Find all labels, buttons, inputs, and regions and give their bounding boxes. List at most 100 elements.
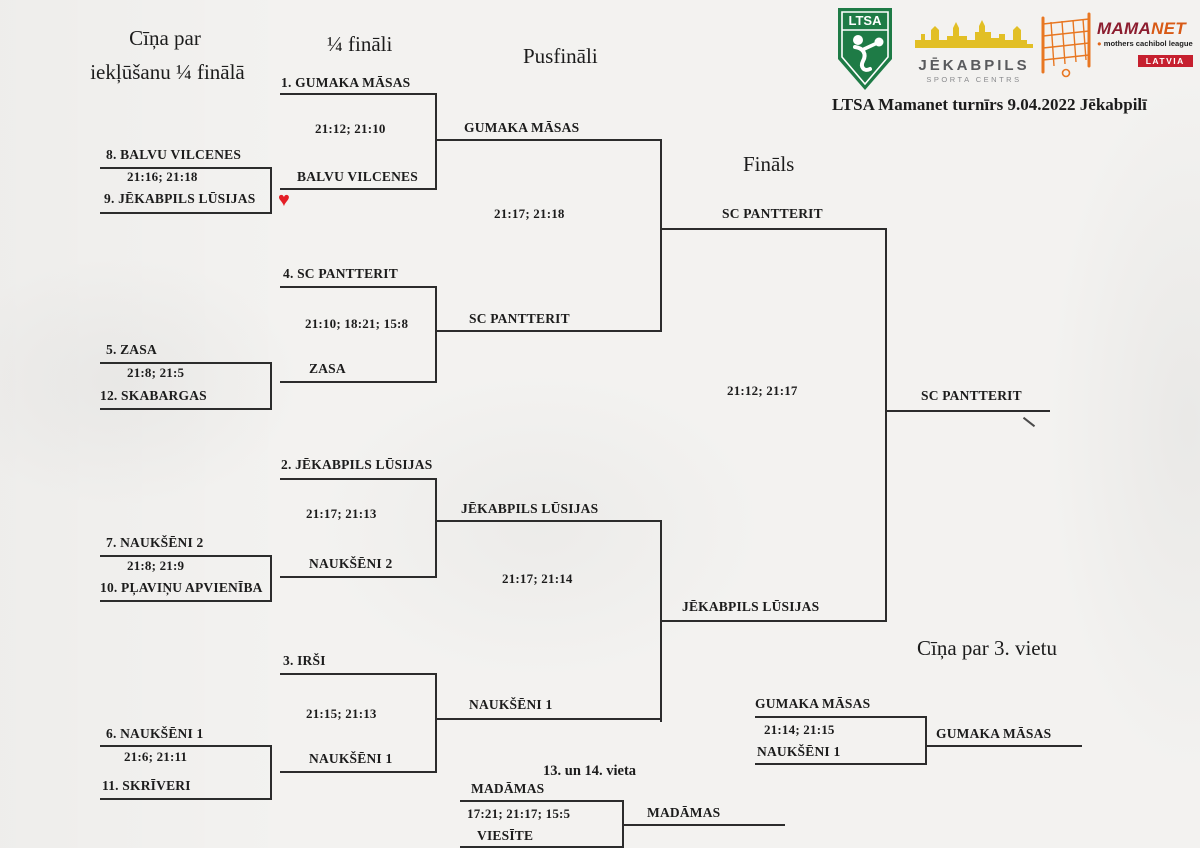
bracket-line-v xyxy=(435,93,437,190)
qf2-team-top: 4. SC PANTTERIT xyxy=(283,266,398,281)
volleyball-net-icon xyxy=(1041,12,1091,78)
bracket-line-h xyxy=(660,228,887,230)
bracket-line-h xyxy=(100,212,272,214)
header-place-13-14: 13. un 14. vieta xyxy=(543,763,637,779)
bracket-line-h xyxy=(100,167,272,169)
bracket-line-h xyxy=(435,718,662,720)
player-head-icon xyxy=(853,35,863,45)
ball-icon xyxy=(1061,68,1071,78)
qf4-winner: NAUKŠĒNI 1 xyxy=(469,697,553,712)
qf1-score: 21:12; 21:10 xyxy=(315,121,386,136)
qf1-team-bottom: BALVU VILCENES xyxy=(297,169,418,184)
bracket-line-h xyxy=(280,381,437,383)
playin4-score: 21:6; 21:11 xyxy=(124,749,188,764)
bracket-line-h xyxy=(755,763,927,765)
bracket-line-h xyxy=(460,846,623,848)
third-place-team-top: GUMAKA MĀSAS xyxy=(755,696,871,711)
qf2-score: 21:10; 18:21; 15:8 xyxy=(305,316,409,331)
city-skyline-icon xyxy=(915,20,1033,48)
bracket-line-h xyxy=(280,771,437,773)
bracket-line-h xyxy=(280,93,437,95)
jekabpils-logo: JĒKABPILS SPORTA CENTRS xyxy=(912,18,1036,84)
mamanet-logo-tagline: ● mothers cachibol league xyxy=(1097,39,1193,48)
bracket-line-h xyxy=(925,745,1082,747)
bracket-line-h xyxy=(100,555,272,557)
qf4-score: 21:15; 21:13 xyxy=(306,706,377,721)
qf4-team-top: 3. IRŠI xyxy=(283,653,326,668)
qf3-team-top: 2. JĒKABPILS LŪSIJAS xyxy=(281,457,433,472)
ltsa-logo: LTSA xyxy=(836,6,894,97)
bracket-line-h xyxy=(885,410,1050,412)
jekabpils-logo-subtitle: SPORTA CENTRS xyxy=(926,75,1022,84)
third-place-score: 21:14; 21:15 xyxy=(764,722,835,737)
qf1-winner: GUMAKA MĀSAS xyxy=(464,120,580,135)
bracket-line-h xyxy=(280,673,437,675)
sf2-score: 21:17; 21:14 xyxy=(502,571,573,586)
qf1-team-top: 1. GUMAKA MĀSAS xyxy=(281,75,411,90)
header-playin-line2: iekļūšanu ¼ finālā xyxy=(90,60,245,84)
bracket-line-h xyxy=(435,139,662,141)
bracket-line-h xyxy=(755,716,927,718)
place13-team-bottom: VIESĪTE xyxy=(477,828,534,843)
playin4-team-top: 6. NAUKŠĒNI 1 xyxy=(106,726,204,741)
final-winner: SC PANTTERIT xyxy=(921,388,1022,403)
bracket-line-h xyxy=(435,330,662,332)
playin2-team-bottom: 12. SKABARGAS xyxy=(100,388,207,403)
pen-mark xyxy=(1022,416,1036,428)
third-place-winner: GUMAKA MĀSAS xyxy=(936,726,1052,741)
player-arm-icon xyxy=(860,42,877,52)
playin4-team-bottom: 11. SKRĪVERI xyxy=(102,778,191,793)
playin3-score: 21:8; 21:9 xyxy=(127,558,185,573)
bracket-line-h xyxy=(280,576,437,578)
header-final: Fināls xyxy=(743,152,795,176)
bracket-line-h xyxy=(100,600,272,602)
mamanet-logo: MAMANET ● mothers cachibol league LATVIA xyxy=(1038,10,1193,78)
playin3-team-top: 7. NAUKŠĒNI 2 xyxy=(106,535,204,550)
bracket-line-v xyxy=(270,745,272,800)
playin1-team-top: 8. BALVU VILCENES xyxy=(106,147,242,162)
bracket-line-v xyxy=(270,362,272,410)
playin2-team-top: 5. ZASA xyxy=(106,342,157,357)
bracket-line-v xyxy=(435,478,437,578)
bracket-line-v xyxy=(435,286,437,383)
qf2-team-bottom: ZASA xyxy=(309,361,346,376)
sf1-winner: SC PANTTERIT xyxy=(722,206,823,221)
ball-icon xyxy=(874,37,884,47)
bracket-line-v xyxy=(660,139,662,332)
third-place-team-bottom: NAUKŠĒNI 1 xyxy=(757,744,841,759)
bracket-line-h xyxy=(100,362,272,364)
qf4-team-bottom: NAUKŠĒNI 1 xyxy=(309,751,393,766)
jekabpils-logo-name: JĒKABPILS xyxy=(918,57,1030,74)
place13-winner: MADĀMAS xyxy=(647,805,721,820)
mamanet-logo-text: MAMANET ● mothers cachibol league LATVIA xyxy=(1097,20,1193,69)
ltsa-shield-graphic: LTSA xyxy=(838,8,892,90)
bracket-line-v xyxy=(270,167,272,214)
playin1-team-bottom: 9. JĒKABPILS LŪSIJAS xyxy=(104,191,256,206)
playin3-team-bottom: 10. PĻAVIŅU APVIENĪBA xyxy=(100,580,263,595)
bracket-line-h xyxy=(660,620,887,622)
qf2-winner: SC PANTTERIT xyxy=(469,311,570,326)
bullet-icon: ● xyxy=(1097,39,1102,48)
bracket-line-v xyxy=(270,555,272,602)
final-score: 21:12; 21:17 xyxy=(727,383,798,398)
bracket-line-v xyxy=(435,673,437,773)
qf3-winner: JĒKABPILS LŪSIJAS xyxy=(461,501,599,516)
header-semifinals: Pusfināli xyxy=(523,44,598,68)
qf3-score: 21:17; 21:13 xyxy=(306,506,377,521)
bracket-line-h xyxy=(280,188,437,190)
sf1-score: 21:17; 21:18 xyxy=(494,206,565,221)
bracket-line-v xyxy=(885,228,887,622)
bracket-line-h xyxy=(100,798,272,800)
playin2-score: 21:8; 21:5 xyxy=(127,365,185,380)
sf2-winner: JĒKABPILS LŪSIJAS xyxy=(682,599,820,614)
latvia-badge: LATVIA xyxy=(1137,55,1193,67)
bracket-line-v xyxy=(622,800,624,848)
bracket-line-h xyxy=(622,824,785,826)
bracket-line-h xyxy=(435,520,662,522)
header-playin-line1: Cīņa par xyxy=(129,26,201,50)
qf3-team-bottom: NAUKŠĒNI 2 xyxy=(309,556,393,571)
bracket-line-h xyxy=(100,408,272,410)
bracket-line-h xyxy=(460,800,623,802)
bracket-line-h xyxy=(100,745,272,747)
